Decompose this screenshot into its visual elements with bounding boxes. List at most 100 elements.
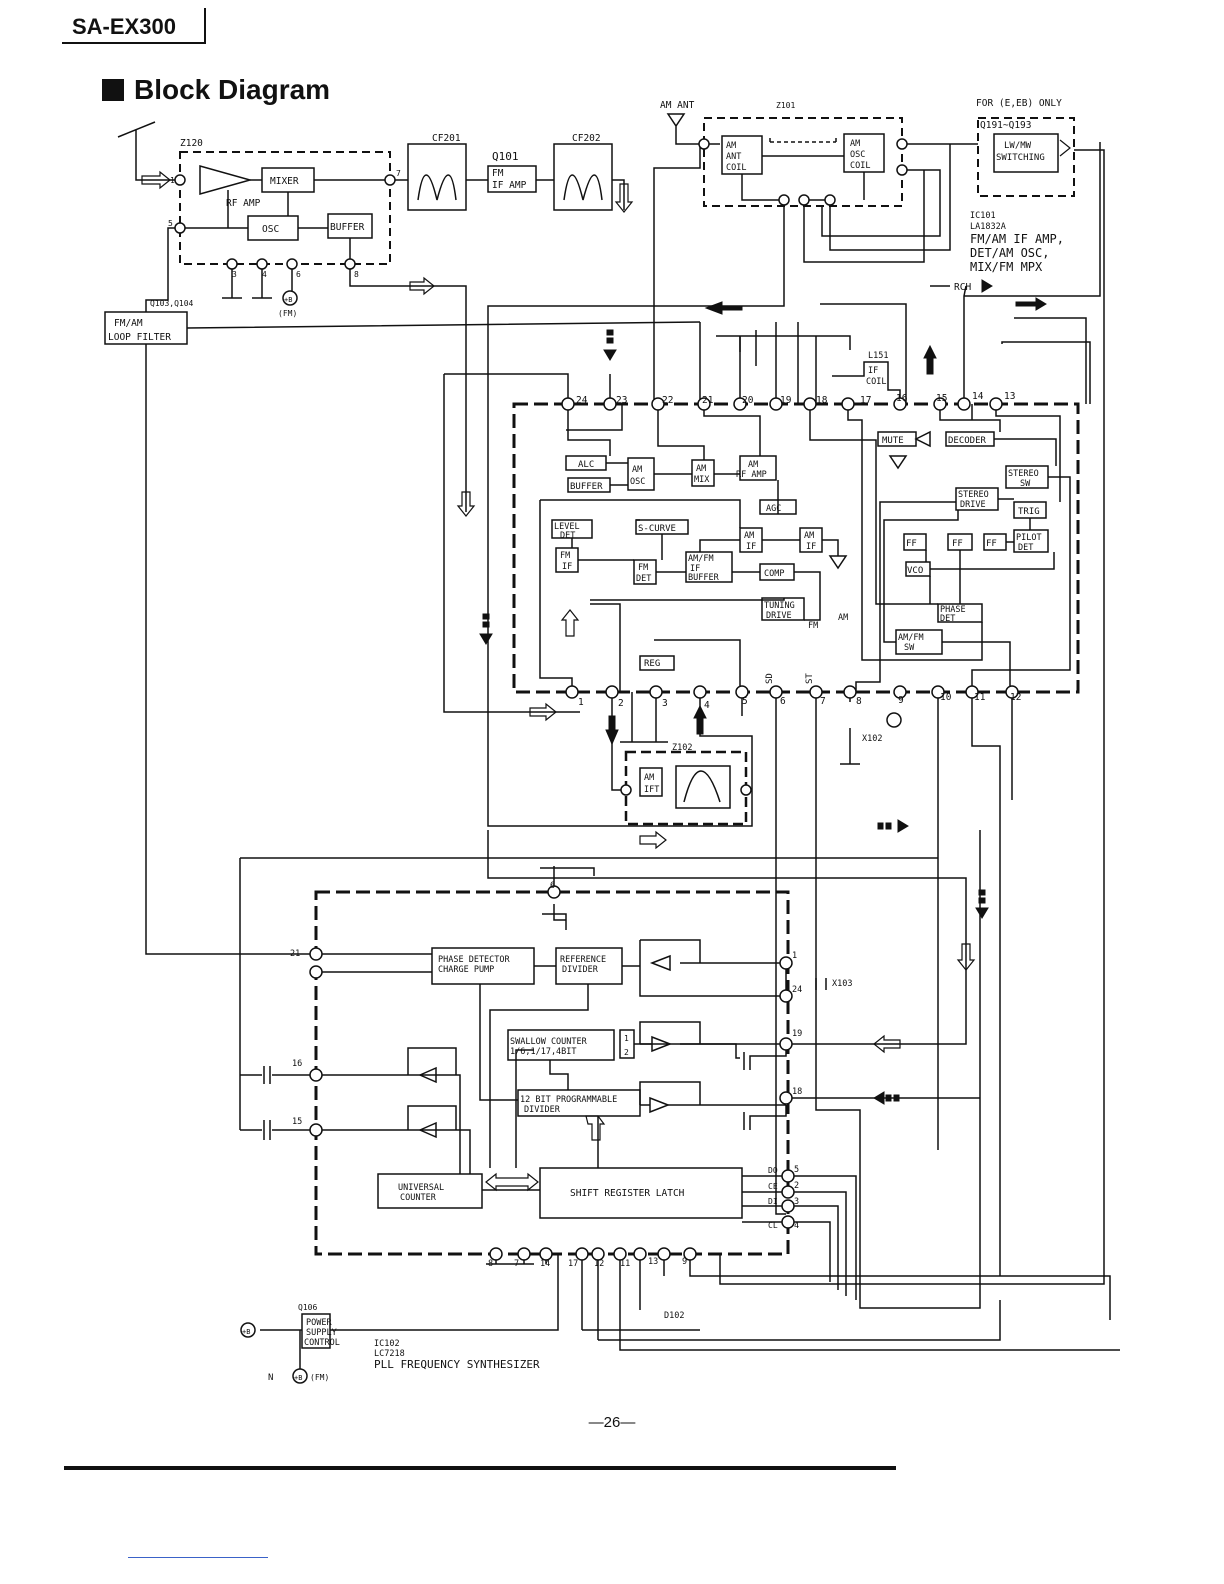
label-q191: Q191~Q193 <box>980 120 1031 131</box>
pin-ic102-8: 8 <box>488 1259 493 1269</box>
pin-z120-8: 8 <box>354 270 359 279</box>
hollow-right-arrow-icon-3 <box>529 702 557 722</box>
label-x102: X102 <box>862 734 882 744</box>
z120-frame <box>179 151 391 265</box>
label-ic101-desc-2: DET/AM OSC, <box>970 246 1049 260</box>
down-arrow-icon-4 <box>975 907 989 919</box>
label-fm-if-1: FM <box>560 551 570 561</box>
label-osc: OSC <box>262 224 279 235</box>
fm-antenna <box>117 121 176 181</box>
pin-ic102-12: 12 <box>594 1259 604 1269</box>
label-stereo-sw-2: SW <box>1020 479 1031 489</box>
label-cf202: CF202 <box>572 133 601 144</box>
label-fm-switch: FM <box>808 621 818 631</box>
rf-amp-symbol <box>199 165 253 195</box>
right-arrow-icon-3 <box>1035 297 1047 311</box>
label-shift-reg: SHIFT REGISTER LATCH <box>570 1188 685 1199</box>
label-phase-det-2: DET <box>940 614 955 624</box>
label-fm-power: +B <box>284 296 292 304</box>
pin-ic101-22: 22 <box>662 395 673 406</box>
page-title: Block Diagram <box>102 74 330 106</box>
pin-ic101-9: 9 <box>898 695 904 706</box>
label-pd-1: PHASE DETECTOR <box>438 955 511 965</box>
pin-ic102-5: 5 <box>794 1165 799 1175</box>
label-st: ST <box>805 673 815 684</box>
pin-ic102-19: 19 <box>792 1029 802 1039</box>
label-q103: Q103,Q104 <box>150 299 194 308</box>
label-am-ant-coil-2: ANT <box>726 152 741 162</box>
label-fm-if-amp-2: IF AMP <box>492 180 527 191</box>
label-n: N <box>268 1373 273 1383</box>
label-am-fm-sw-2: SW <box>904 643 915 653</box>
shift-register-box <box>539 1167 743 1219</box>
label-s-curve: S-CURVE <box>638 524 676 534</box>
down-arrow-icon-2 <box>479 633 493 645</box>
pin-ic101-11: 11 <box>974 692 986 703</box>
label-stereo-drive-2: DRIVE <box>960 500 986 510</box>
left-arrow-icon-2 <box>873 1091 885 1105</box>
label-am-if-3: AM <box>804 531 814 541</box>
label-ic101-desc-1: FM/AM IF AMP, <box>970 232 1064 246</box>
pin-ic102-9: 9 <box>682 1257 687 1267</box>
label-ce: CE <box>768 1182 778 1191</box>
label-fm-if-2: IF <box>562 562 572 572</box>
label-ref-div-2: DIVIDER <box>562 965 599 975</box>
model-number: SA-EX300 <box>72 14 176 39</box>
label-pll: PLL FREQUENCY SYNTHESIZER <box>374 1358 540 1371</box>
pin-z120-4: 4 <box>262 270 267 279</box>
label-ff-1: FF <box>906 539 917 549</box>
label-fm-if-amp-1: FM <box>492 168 504 179</box>
pin-ic101-24: 24 <box>576 395 588 406</box>
label-vco: VCO <box>907 566 923 576</box>
hollow-right-arrow-icon-4 <box>639 830 667 850</box>
label-am-ift-1: AM <box>644 773 654 783</box>
label-tuning-drive-1: TUNING <box>764 601 795 611</box>
cf201-box <box>407 143 467 211</box>
q191-frame <box>977 117 1075 197</box>
label-z101: Z101 <box>776 101 795 110</box>
label-am-osc-coil-1: AM <box>850 139 860 149</box>
label-am-switch: AM <box>838 613 848 623</box>
pin-ic102-18: 18 <box>792 1087 802 1097</box>
label-do: DO <box>768 1166 778 1175</box>
swallow-counter-box <box>507 1029 615 1061</box>
label-loop-filter-1: FM/AM <box>114 318 143 329</box>
label-lw-mw-1: LW/MW <box>1004 141 1032 151</box>
pin-ic102-3: 3 <box>794 1197 799 1207</box>
pin-ic102-1: 1 <box>792 951 797 961</box>
ic101-frame <box>512 402 1080 694</box>
hollow-down-arrow-icon-2 <box>456 491 476 517</box>
label-di: DI <box>768 1197 778 1206</box>
label-reg: REG <box>644 659 660 669</box>
label-tuning-drive-2: DRIVE <box>766 611 792 621</box>
pin-z120-7: 7 <box>396 169 401 178</box>
right-arrow-icon <box>897 819 909 833</box>
label-rch: RCH <box>954 282 971 293</box>
label-fm-det-2: DET <box>636 574 651 584</box>
pin-ic101-19: 19 <box>780 395 792 406</box>
hollow-double-arrow-icon <box>485 1172 539 1192</box>
label-power-1: POWER <box>306 1318 332 1328</box>
pin-ic102-13: 13 <box>648 1257 658 1267</box>
hollow-down-arrow-icon-3 <box>956 943 976 971</box>
label-power-fm-note: (FM) <box>310 1373 329 1382</box>
label-sd: SD <box>765 673 775 684</box>
label-am-mix-1: AM <box>696 464 706 474</box>
pin-ic102-16: 16 <box>292 1059 302 1069</box>
label-am-osc-2: OSC <box>630 477 645 487</box>
pin-ic102-17: 17 <box>568 1259 578 1269</box>
hollow-arrows <box>141 139 1071 1192</box>
diagram-labels: Z120 CF201 CF202 Q101 FM IF AMP MIXER RF… <box>108 98 1064 1383</box>
pin-ic101-10: 10 <box>940 692 952 703</box>
label-universal-2: COUNTER <box>400 1193 437 1203</box>
pin-ic101-3: 3 <box>662 698 668 709</box>
pin-ic101-20: 20 <box>742 395 754 406</box>
pin-ic102-11: 11 <box>620 1259 630 1269</box>
label-phase-det-1: PHASE <box>940 605 966 615</box>
label-swallow-2: 1/6,1/17,4BIT <box>510 1047 577 1057</box>
label-universal-1: UNIVERSAL <box>398 1183 444 1193</box>
pin-z120-1: 1 <box>170 176 175 185</box>
power-supply-box <box>301 1313 331 1349</box>
pin-ic101-14: 14 <box>972 391 984 402</box>
